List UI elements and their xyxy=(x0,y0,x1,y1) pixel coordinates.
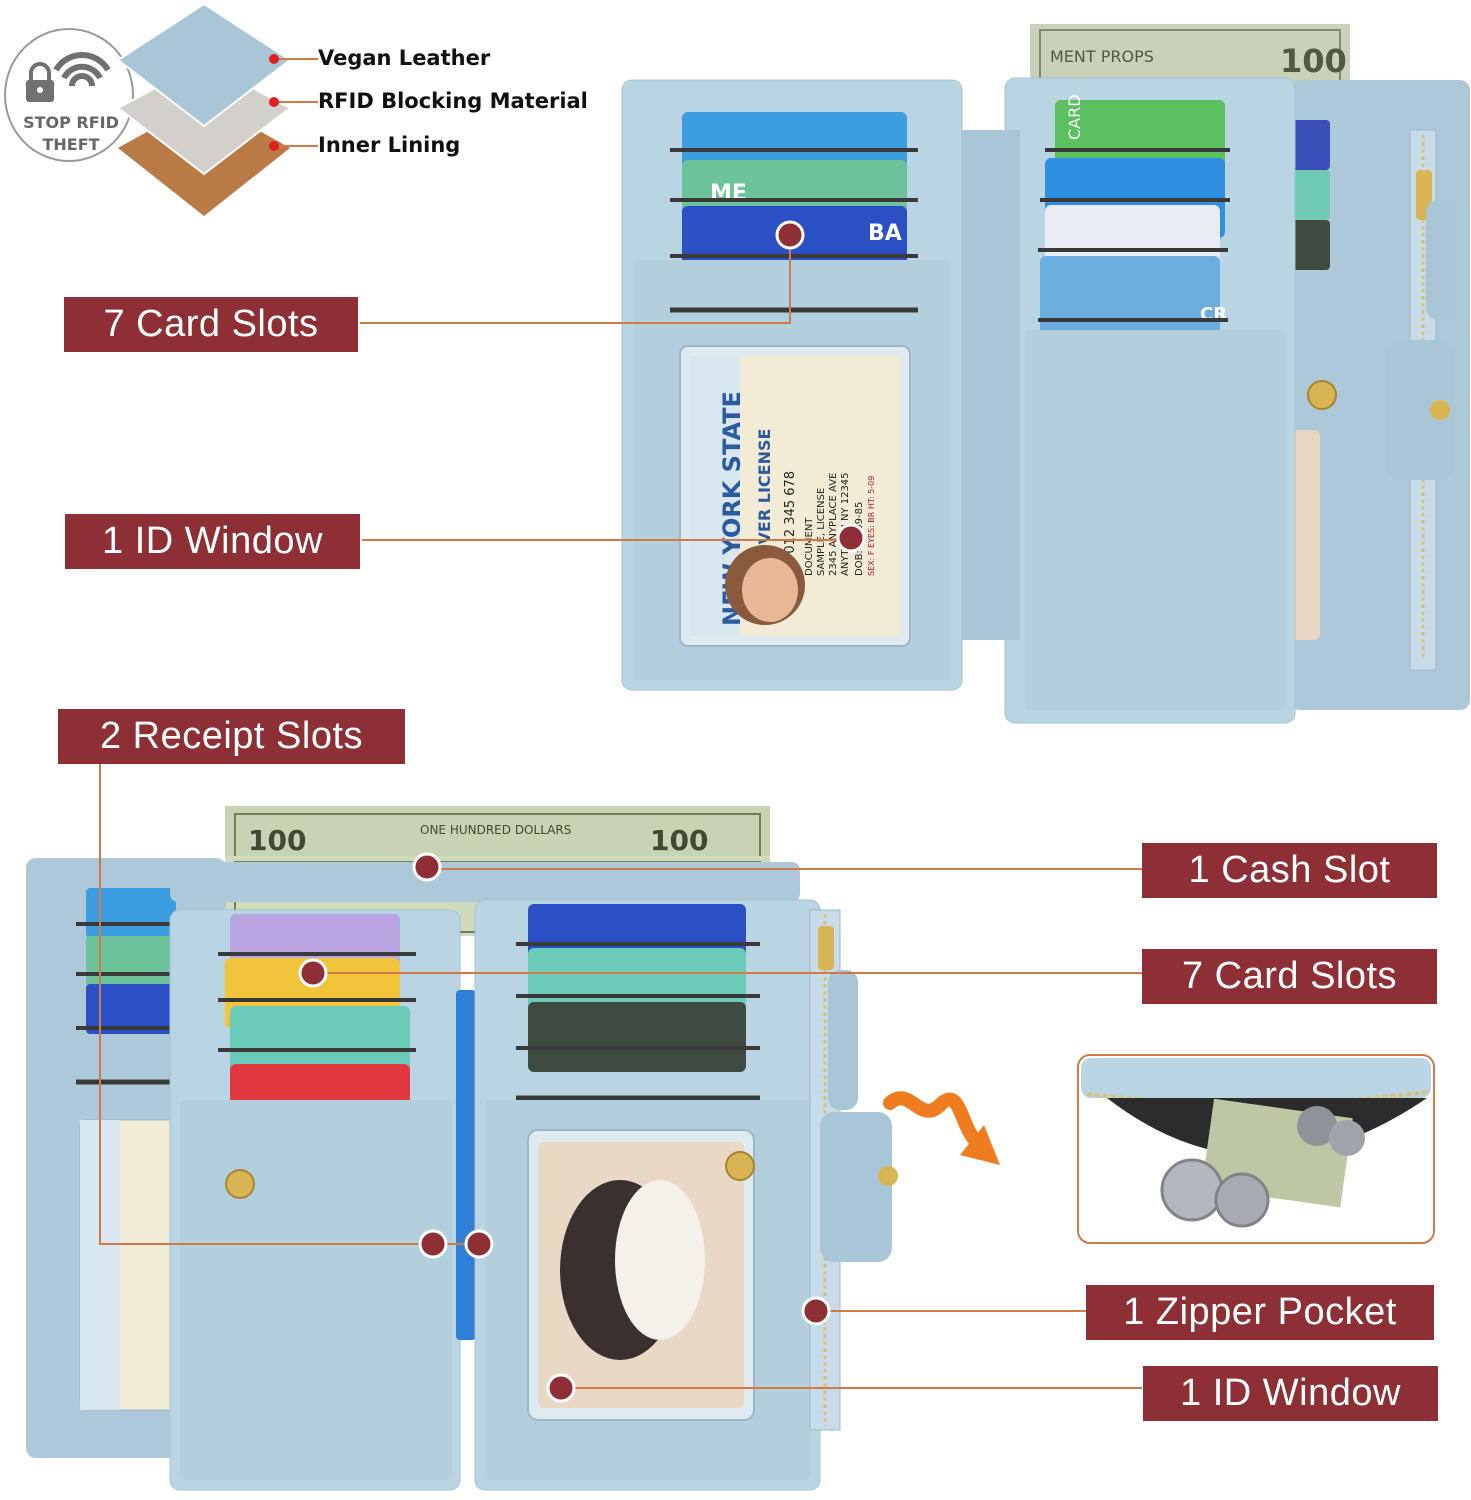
id-line3-text: 2345 ANYPLACE AVE xyxy=(828,473,839,576)
label-bottom-id-window: 1 ID Window xyxy=(1143,1366,1438,1421)
id-number-text: ID: 012 345 678 xyxy=(783,471,798,576)
vegan-leather-layer xyxy=(116,2,292,128)
zipper-pocket-inset xyxy=(1077,1054,1435,1244)
layer-label-inner-lining: Inner Lining xyxy=(318,133,461,157)
id-line1-text: DOCUMENT xyxy=(804,517,815,576)
rfid-text-line2: THEFT xyxy=(42,135,100,154)
layer-label-rfid-material: RFID Blocking Material xyxy=(318,89,588,113)
bill-1-denom-right: 100 xyxy=(650,824,708,857)
label-zipper-pocket: 1 Zipper Pocket xyxy=(1086,1285,1434,1340)
rfid-text-line1: STOP RFID xyxy=(23,113,119,132)
snap-button-icon-right xyxy=(725,1151,755,1181)
left-card-3-text: BA xyxy=(868,221,902,246)
label-top-id-window: 1 ID Window xyxy=(65,514,360,569)
rfid-badge: STOP RFID THEFT xyxy=(4,28,134,162)
bill-1-caption: ONE HUNDRED DOLLARS xyxy=(420,823,571,837)
snap-button-icon xyxy=(1307,380,1337,410)
bill-top-text: MENT PROPS xyxy=(1050,47,1154,66)
label-cash-slot: 1 Cash Slot xyxy=(1142,843,1437,898)
bill-1-denom-left: 100 xyxy=(248,824,306,857)
layer-diagram xyxy=(116,2,292,216)
label-receipt-slots: 2 Receipt Slots xyxy=(58,709,405,764)
layer-leaders xyxy=(269,54,318,151)
lock-wifi-icon xyxy=(26,51,111,102)
bill-top-denom: 100 xyxy=(1280,42,1347,80)
curvy-arrow-icon xyxy=(883,1091,1000,1165)
id-sex-text: SEX: F EYES: BR HT: 5-09 xyxy=(867,476,876,576)
label-top-card-slots: 7 Card Slots xyxy=(64,297,358,352)
layer-label-vegan-leather: Vegan Leather xyxy=(318,46,491,70)
id-line4-text: ANYTOWN NY 12345 xyxy=(840,472,851,576)
right-card-1-text: CARD xyxy=(1065,94,1084,140)
id-line2-text: SAMPLE, LICENSE xyxy=(816,488,827,576)
label-bottom-card-slots: 7 Card Slots xyxy=(1142,949,1437,1004)
snap-button-icon-left xyxy=(225,1169,255,1199)
zipper-pull-icon xyxy=(1416,170,1456,320)
bottom-wallet-illustration: 100 100 ONE HUNDRED DOLLARS 100 100 ONE … xyxy=(26,806,898,1491)
top-wallet-illustration: MENT PROPS 100 CARD CR ME BA xyxy=(621,24,1470,724)
zipper-pull-icon-bottom xyxy=(818,926,858,1110)
